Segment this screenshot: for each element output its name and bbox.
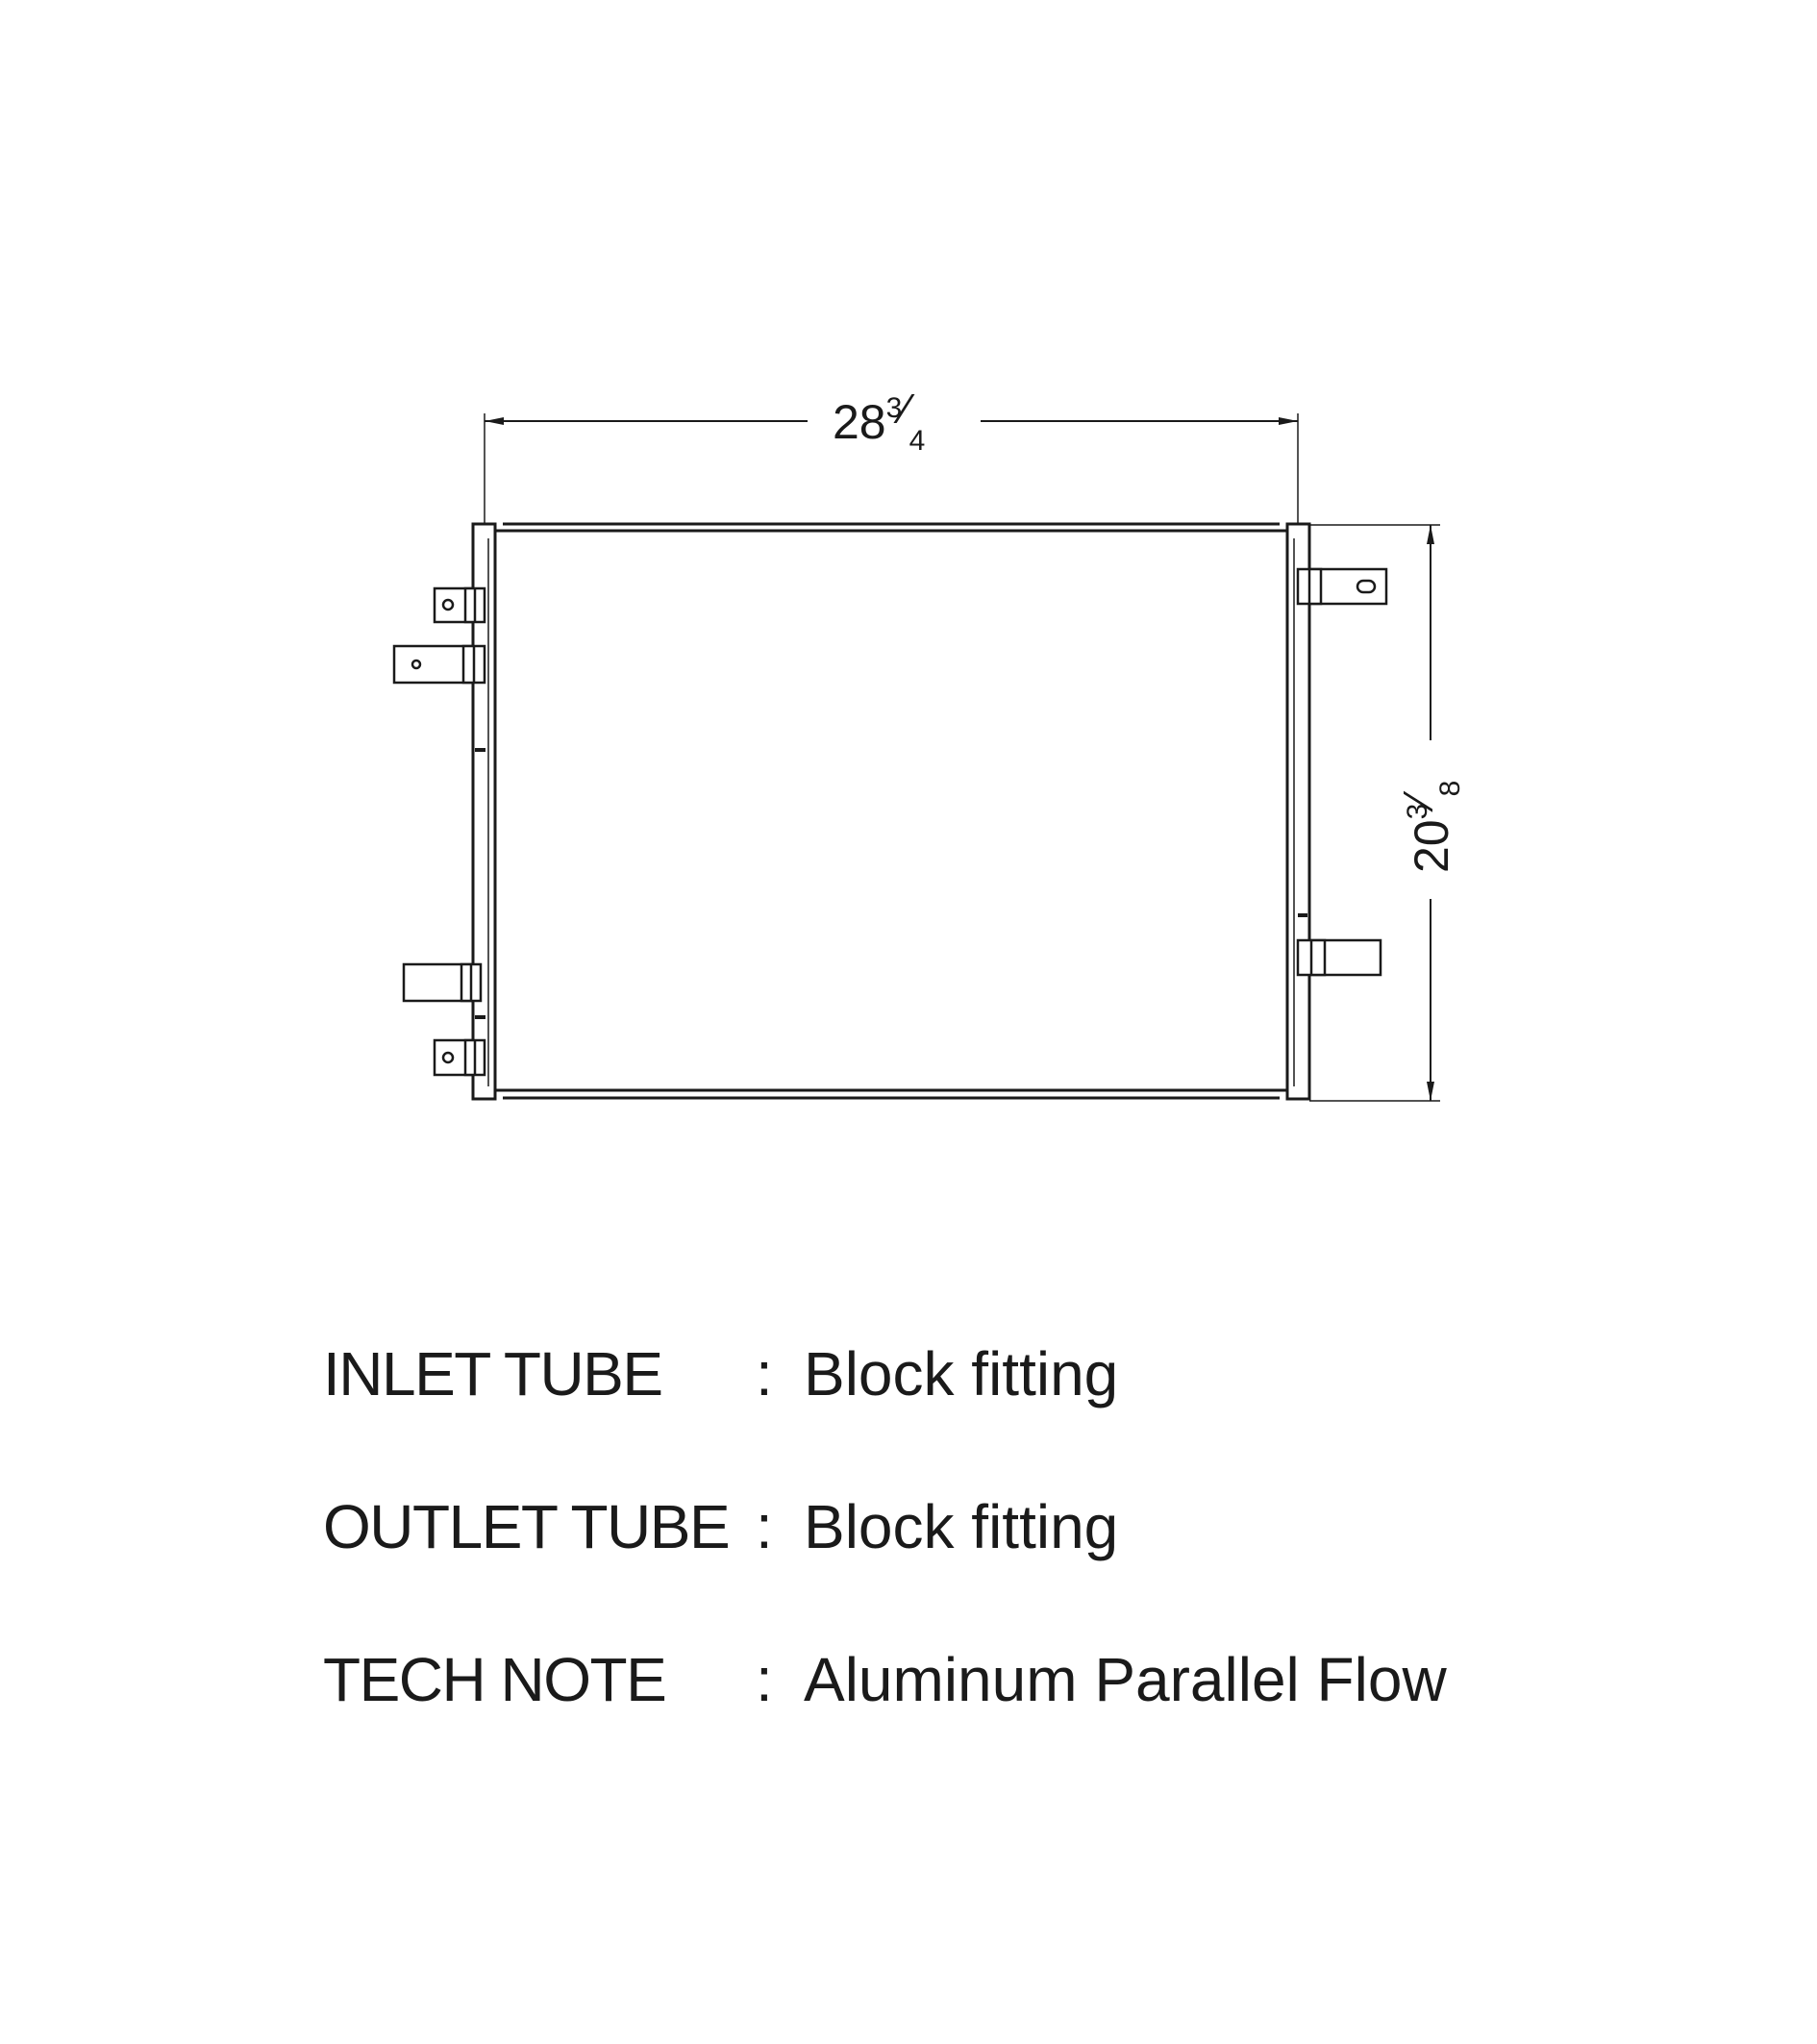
spec-label: TECH NOTE bbox=[323, 1645, 667, 1714]
height-dimension-label: 203⁄8 bbox=[1395, 781, 1466, 873]
spec-value: Block fitting bbox=[804, 1492, 1119, 1561]
left-bottom-bracket bbox=[433, 1038, 486, 1077]
core-outline bbox=[493, 529, 1289, 1092]
right-top-bracket bbox=[1296, 567, 1388, 606]
spec-row-tech-note: TECH NOTE : Aluminum Parallel Flow bbox=[323, 1642, 1573, 1717]
spec-label: INLET TUBE bbox=[323, 1339, 663, 1408]
spec-value: Aluminum Parallel Flow bbox=[804, 1645, 1447, 1714]
left-top-bracket-hole bbox=[441, 598, 455, 611]
left-bottom-bracket-hole bbox=[441, 1051, 455, 1064]
inlet-fitting-tab bbox=[392, 644, 475, 685]
spec-row-outlet-tube: OUTLET TUBE : Block fitting bbox=[323, 1489, 1573, 1564]
spec-value: Block fitting bbox=[804, 1339, 1119, 1408]
spec-label: OUTLET TUBE bbox=[323, 1492, 731, 1561]
right-bottom-bracket bbox=[1296, 938, 1382, 977]
condenser-core bbox=[493, 522, 1289, 1100]
spec-colon: : bbox=[756, 1645, 773, 1714]
right-tank bbox=[1285, 522, 1311, 1101]
spec-row-inlet-tube: INLET TUBE : Block fitting bbox=[323, 1336, 1573, 1411]
inlet-fitting-bolt-hole bbox=[411, 659, 422, 670]
spec-colon: : bbox=[756, 1492, 773, 1561]
condenser-drawing: 283⁄4 203⁄8 bbox=[392, 386, 1466, 1102]
width-dimension-label: 283⁄4 bbox=[833, 386, 925, 457]
right-top-bracket-slot bbox=[1356, 579, 1377, 594]
inlet-fitting bbox=[392, 644, 486, 685]
height-dimension bbox=[1309, 524, 1440, 1102]
spec-list: INLET TUBE : Block fitting OUTLET TUBE :… bbox=[323, 1336, 1573, 1795]
width-dimension bbox=[484, 413, 1299, 524]
left-top-bracket bbox=[433, 586, 486, 624]
spec-colon: : bbox=[756, 1339, 773, 1408]
right-tank-body bbox=[1285, 522, 1311, 1101]
outlet-fitting bbox=[402, 962, 483, 1003]
